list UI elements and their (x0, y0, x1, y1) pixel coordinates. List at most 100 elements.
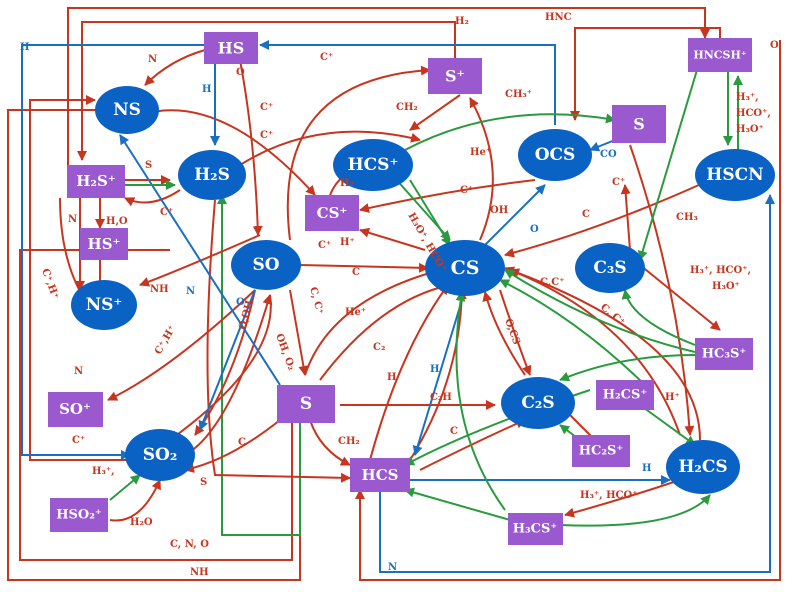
svg-text:NH: NH (190, 567, 209, 578)
svg-text:H⁺: H⁺ (665, 392, 680, 403)
svg-text:H,O: H,O (106, 216, 128, 227)
e37 (639, 264, 721, 331)
svg-text:C⁺: C⁺ (260, 102, 273, 113)
edge-hs-so2 (21, 44, 205, 460)
svg-text:H₂S⁺: H₂S⁺ (76, 172, 116, 190)
e23 (184, 294, 273, 456)
svg-text:O: O (236, 297, 245, 308)
svg-text:HSCN: HSCN (706, 165, 763, 185)
svg-text:N: N (74, 366, 83, 377)
node-so+: SO⁺ (48, 392, 103, 427)
svg-text:OH: OH (490, 205, 508, 216)
svg-text:HNC: HNC (545, 12, 572, 23)
svg-text:H: H (202, 84, 211, 95)
svg-text:S: S (300, 394, 312, 414)
node-hc2s+: HC₂S⁺ (572, 435, 630, 467)
svg-text:H₃⁺,: H₃⁺, (92, 466, 115, 477)
e20 (107, 289, 256, 401)
g7 (621, 289, 696, 346)
edge-hncsh+-ocs (570, 27, 721, 121)
svg-text:NS⁺: NS⁺ (86, 295, 123, 315)
g11 (639, 404, 696, 446)
e43 (109, 479, 161, 522)
e13 (359, 179, 536, 213)
node-c2s: C₂S (501, 377, 575, 429)
svg-text:N: N (148, 54, 157, 65)
svg-text:C: C (352, 267, 360, 278)
edge-outer-right (355, 40, 781, 581)
node-so: SO (231, 240, 301, 290)
svg-text:O: O (236, 67, 245, 78)
svg-text:C₂H: C₂H (430, 392, 452, 403)
svg-text:HC₂S⁺: HC₂S⁺ (579, 444, 624, 459)
svg-text:C₂S: C₂S (521, 393, 554, 413)
svg-text:H₂S: H₂S (194, 165, 230, 185)
e29 (184, 419, 281, 473)
svg-text:CS⁺: CS⁺ (317, 204, 348, 222)
svg-text:S: S (633, 115, 645, 134)
e11 (286, 65, 431, 241)
svg-text:C, N, O: C, N, O (170, 539, 209, 550)
svg-text:H: H (20, 42, 29, 53)
svg-text:S: S (145, 160, 152, 171)
e14 (359, 227, 426, 251)
svg-text:CH₂: CH₂ (396, 102, 418, 113)
e24 (289, 289, 309, 376)
svg-text:CH₃⁺: CH₃⁺ (505, 89, 532, 100)
edge-s+-h2s+ (77, 21, 456, 161)
svg-text:CS: CS (451, 257, 480, 279)
neutral-species: NS H₂S HCS⁺ OCS HSCN SO CS C₃S NS⁺ SO₂ C… (71, 86, 775, 494)
svg-text:H₃O⁺: H₃O⁺ (736, 124, 764, 135)
svg-text:CO: CO (600, 149, 617, 160)
svg-text:OH, O₂: OH, O₂ (273, 332, 296, 372)
b6 (589, 139, 616, 152)
g10 (499, 279, 651, 391)
svg-text:O: O (770, 40, 779, 51)
svg-text:C₃S: C₃S (593, 258, 626, 278)
svg-text:HS: HS (218, 39, 245, 58)
svg-text:O: O (530, 224, 539, 235)
e2 (239, 59, 263, 236)
node-ns: NS (95, 86, 159, 134)
g2 (404, 113, 616, 151)
node-hncsh+: HNCSH⁺ (688, 38, 752, 72)
svg-text:S: S (200, 477, 207, 488)
e31 (369, 284, 449, 461)
svg-text:H: H (642, 463, 651, 474)
e38 (620, 184, 631, 251)
svg-text:H⁺: H⁺ (340, 237, 355, 248)
svg-text:N: N (388, 562, 397, 573)
e32 (409, 289, 467, 461)
node-s-mid: S (277, 385, 335, 423)
g15 (559, 494, 711, 527)
svg-text:C,C⁺: C,C⁺ (540, 277, 565, 288)
e17 (504, 179, 711, 258)
e10 (239, 130, 421, 166)
svg-text:H₂CS: H₂CS (678, 457, 727, 477)
svg-text:NS: NS (113, 100, 141, 120)
e1 (144, 49, 206, 86)
node-hc3s+: HC₃S⁺ (695, 338, 753, 370)
edge-so2-ns (29, 95, 130, 461)
svg-text:HCS⁺: HCS⁺ (348, 155, 399, 175)
edges (7, 7, 781, 581)
svg-text:H₃⁺,: H₃⁺, (736, 92, 759, 103)
edge-s-h2s (217, 194, 301, 536)
svg-text:C: C (238, 437, 246, 448)
node-hs: HS (204, 32, 258, 64)
svg-text:H₃O⁺: H₃O⁺ (712, 281, 740, 292)
svg-text:C⁺: C⁺ (612, 177, 625, 188)
e40 (504, 266, 681, 436)
svg-text:HC₃S⁺: HC₃S⁺ (702, 347, 747, 362)
svg-text:HSO₂⁺: HSO₂⁺ (56, 508, 102, 523)
g14 (404, 487, 511, 521)
svg-text:OCS: OCS (535, 145, 576, 165)
svg-text:H₂O: H₂O (130, 517, 153, 528)
node-h2s: H₂S (178, 150, 246, 200)
edge-left-to-s (19, 249, 297, 561)
e25 (304, 267, 441, 376)
svg-text:N: N (186, 286, 195, 297)
svg-text:HCO⁺,: HCO⁺, (736, 108, 771, 119)
